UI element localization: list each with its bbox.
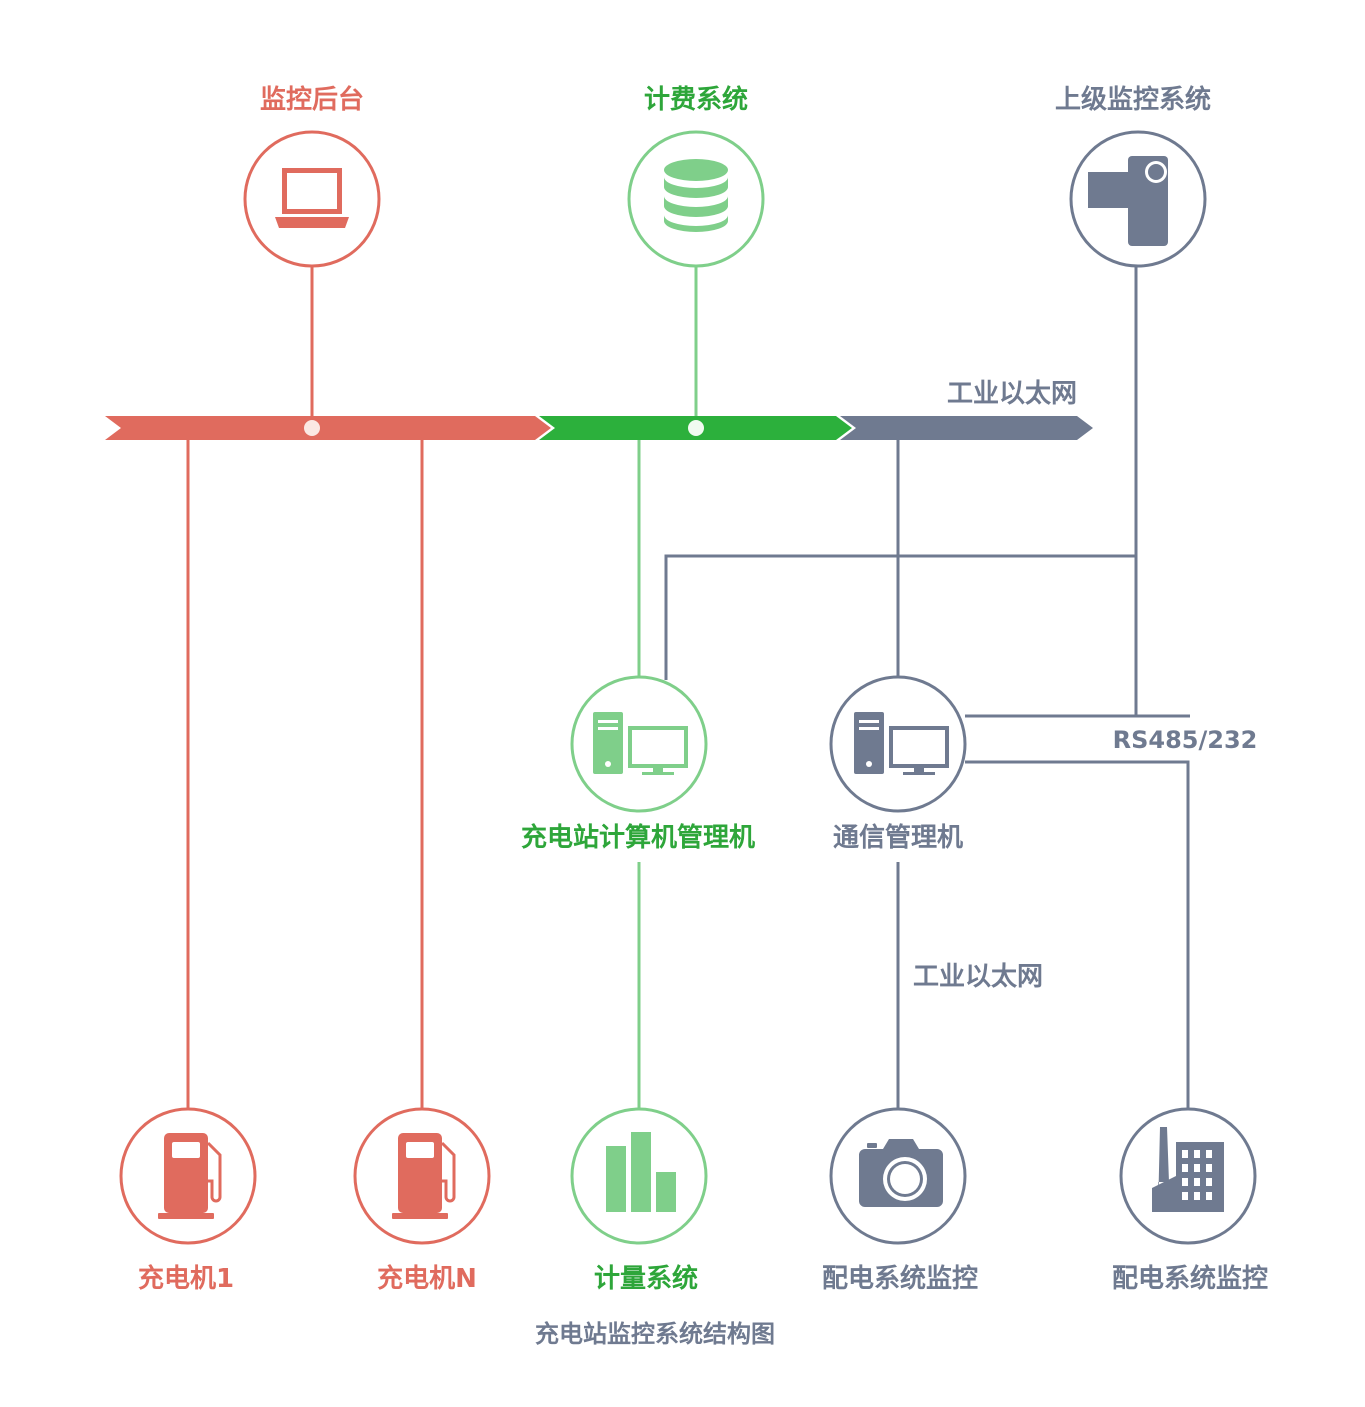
node-label: 计量系统 [594,1263,698,1294]
line-upper-to-station-computer [664,554,1136,680]
node-station-computer[interactable]: 充电站计算机管理机 [521,675,755,853]
bus-segment-slate [840,416,1093,440]
video-camera-icon [1088,156,1168,246]
laptop-icon [275,168,349,228]
bus-junction-billing [688,420,704,436]
serial-link-label: RS485/232 [1113,726,1258,754]
factory-icon [1152,1127,1224,1212]
node-monitor-backend[interactable]: 监控后台 [243,84,381,268]
node-ring [627,130,765,268]
node-label: 计费系统 [644,84,748,115]
ethernet-bus [105,416,1093,440]
node-power-monitor-2[interactable]: 配电系统监控 [1112,1107,1268,1294]
node-upper-monitor[interactable]: 上级监控系统 [1055,84,1211,268]
node-metering-system[interactable]: 计量系统 [570,1107,708,1294]
camera-icon [859,1139,943,1207]
node-charger-n[interactable]: 充电机N [353,1107,491,1294]
node-billing-system[interactable]: 计费系统 [627,84,765,268]
node-power-monitor-1[interactable]: 配电系统监控 [822,1107,978,1294]
desktop-computer-icon [854,712,949,775]
connector-lines [186,267,1190,1108]
node-label: 配电系统监控 [822,1263,978,1294]
node-label: 配电系统监控 [1112,1263,1268,1294]
node-ring [829,675,967,813]
node-label: 充电站计算机管理机 [521,822,755,853]
node-comm-manager[interactable]: 通信管理机 [829,675,967,853]
bar-chart-icon [606,1132,676,1212]
node-label: 监控后台 [260,84,364,115]
bus-segment-red [105,416,551,440]
desktop-computer-icon [593,712,688,775]
line-comm-manager-to-power-monitor-2 [965,760,1190,1108]
node-label: 上级监控系统 [1055,84,1211,115]
diagram-caption: 充电站监控系统结构图 [535,1320,775,1348]
database-icon [664,159,728,232]
ethernet-bus-label: 工业以太网 [947,379,1077,409]
node-charger-1[interactable]: 充电机1 [119,1107,257,1294]
node-label: 充电机1 [138,1263,234,1294]
fuel-pump-icon [392,1133,456,1219]
fuel-pump-icon [158,1133,222,1219]
node-ring [570,675,708,813]
ethernet-lower-label: 工业以太网 [913,962,1043,992]
node-label: 充电机N [377,1263,477,1294]
node-ring [243,130,381,268]
bus-junction-monitor [304,420,320,436]
node-label: 通信管理机 [833,823,963,853]
